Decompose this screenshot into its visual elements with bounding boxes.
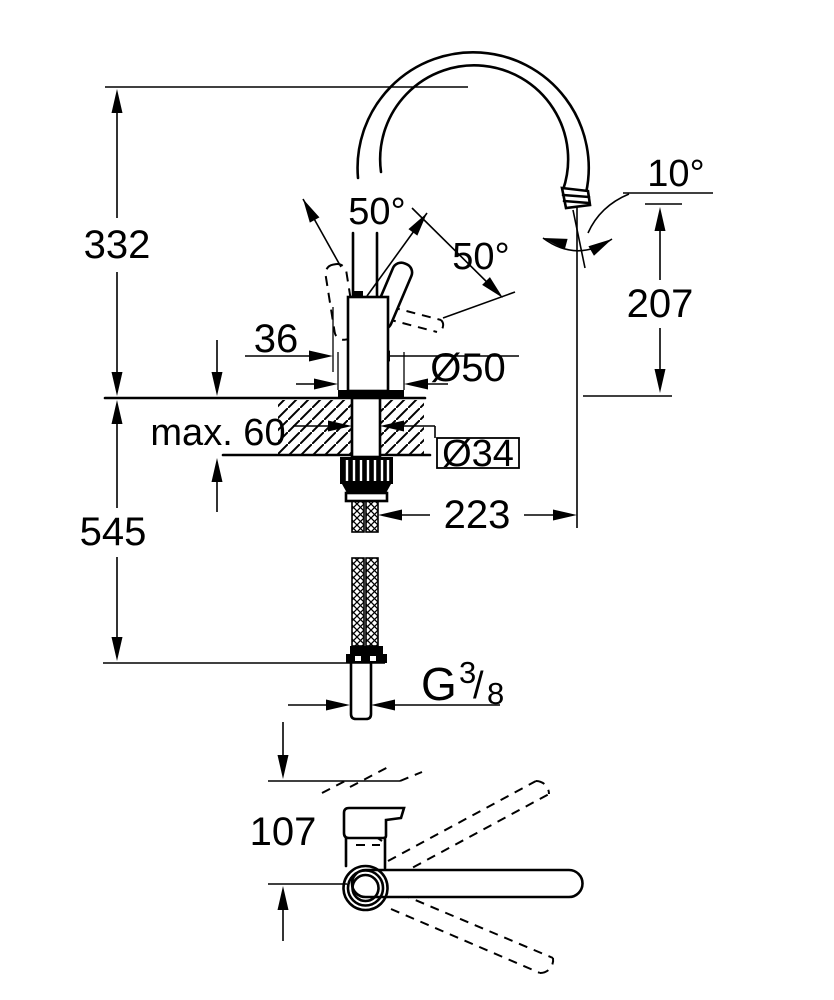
spout-dashed-upper-edge1 bbox=[387, 780, 537, 862]
aerator-line-1 bbox=[561, 193, 591, 199]
thread-label: G 3 / 8 bbox=[421, 655, 504, 711]
lever-dashed-right-edge1 bbox=[390, 306, 442, 321]
handle-range-dash3 bbox=[399, 771, 423, 782]
spout-top-view bbox=[350, 868, 584, 899]
label-thread-num: 3 bbox=[459, 655, 476, 690]
dim-50d-arrow-right bbox=[404, 378, 428, 390]
dim-50d-arrow-left bbox=[314, 378, 338, 390]
spout-arc-inner bbox=[378, 64, 570, 192]
label-thread-den: 8 bbox=[487, 676, 504, 711]
label-dia50: Ø50 bbox=[430, 346, 506, 390]
base-flange bbox=[338, 390, 404, 398]
spout-dashed-lower-edge2 bbox=[400, 893, 554, 959]
dim-10deg-fillet bbox=[587, 193, 630, 234]
dim-545-arrow-bottom bbox=[111, 637, 123, 661]
label-thread-G: G bbox=[421, 658, 457, 710]
hose-right-upper bbox=[365, 500, 379, 533]
dim-107-arrow-bottom bbox=[277, 886, 289, 910]
label-50deg-down: 50° bbox=[452, 236, 509, 278]
swivel-arrow-right bbox=[588, 234, 615, 256]
dim-332-arrow-bottom bbox=[111, 372, 123, 396]
dim-50b-refline bbox=[442, 291, 516, 319]
label-223: 223 bbox=[444, 493, 511, 537]
dim-223-arrow-left bbox=[378, 509, 402, 521]
label-36: 36 bbox=[254, 317, 299, 361]
dim-545-arrow-top bbox=[111, 400, 123, 424]
body-circle-middle bbox=[346, 869, 385, 907]
label-10deg: 10° bbox=[647, 153, 704, 195]
spout-dashed-lower-cap bbox=[539, 957, 555, 975]
hose-right-lower bbox=[365, 557, 379, 647]
handle-range-dash1 bbox=[321, 779, 348, 794]
mounting-nut bbox=[340, 457, 393, 484]
dim-50b-line bbox=[411, 207, 501, 296]
crimp-window-right bbox=[370, 656, 376, 661]
supply-hoses bbox=[346, 500, 387, 721]
faucet-side-view bbox=[103, 51, 592, 721]
body-circle-inner bbox=[351, 873, 380, 903]
dim-34d-label-box bbox=[436, 437, 520, 469]
faucet-body bbox=[346, 295, 390, 393]
dim-50a-arrow-left bbox=[298, 196, 320, 223]
label-thread-slash: / bbox=[473, 665, 484, 707]
body-circle-outer bbox=[342, 864, 389, 912]
hose-left-lower bbox=[351, 557, 365, 647]
lever-dashed-right-edge2 bbox=[386, 318, 438, 333]
dim-207-arrow-top bbox=[654, 207, 666, 231]
dim-max60-arrow-top bbox=[211, 372, 223, 396]
lever-pivot-nub bbox=[352, 291, 363, 298]
nut-shoulder bbox=[342, 484, 391, 493]
dim-207-arrow-bottom bbox=[654, 369, 666, 393]
label-50deg-up: 50° bbox=[348, 191, 405, 233]
label-107: 107 bbox=[250, 810, 317, 854]
spout-arc-outer bbox=[356, 51, 591, 195]
aerator-line-2 bbox=[562, 199, 591, 205]
hose-crimp-lower bbox=[346, 654, 387, 663]
lever-dashed-right-cap bbox=[436, 319, 445, 333]
nut-ribs bbox=[345, 460, 390, 481]
spout-dashed-lower-edge1 bbox=[390, 908, 541, 974]
swivel-arrow-left bbox=[541, 232, 568, 250]
dim-223-arrow-right bbox=[553, 509, 577, 521]
faucet-top-view bbox=[268, 722, 584, 975]
dimension-labels: 332 545 max. 60 36 Ø50 Ø34 223 207 10° 5… bbox=[80, 153, 705, 854]
label-332: 332 bbox=[84, 223, 151, 267]
crimp-window-left bbox=[355, 656, 361, 661]
dim-max60-arrow-bottom bbox=[211, 458, 223, 482]
spout-dashed-upper-cap bbox=[535, 780, 550, 795]
dim-332-arrow-top bbox=[111, 89, 123, 113]
handle-range-dash2 bbox=[349, 764, 393, 788]
dim-36-arrow-left bbox=[309, 350, 333, 362]
label-207: 207 bbox=[627, 282, 694, 326]
dim-g38-arrow-right bbox=[371, 699, 395, 711]
connection-tube bbox=[349, 661, 373, 721]
hose-left-upper bbox=[351, 500, 365, 533]
dim-g38-arrow-left bbox=[326, 699, 350, 711]
hose-crimp-upper bbox=[350, 646, 383, 654]
mounting-shank bbox=[350, 396, 382, 459]
handle-top-view bbox=[342, 806, 406, 840]
lever-dashed-left-position bbox=[324, 263, 357, 341]
dim-107-arrow-top bbox=[277, 755, 289, 779]
label-max60: max. 60 bbox=[150, 412, 285, 454]
label-dia34: Ø34 bbox=[442, 433, 514, 475]
label-545: 545 bbox=[80, 510, 147, 554]
outlet-tilt-line bbox=[572, 209, 586, 269]
spout-dashed-upper-edge2 bbox=[398, 793, 550, 876]
nut-collar bbox=[344, 491, 389, 503]
